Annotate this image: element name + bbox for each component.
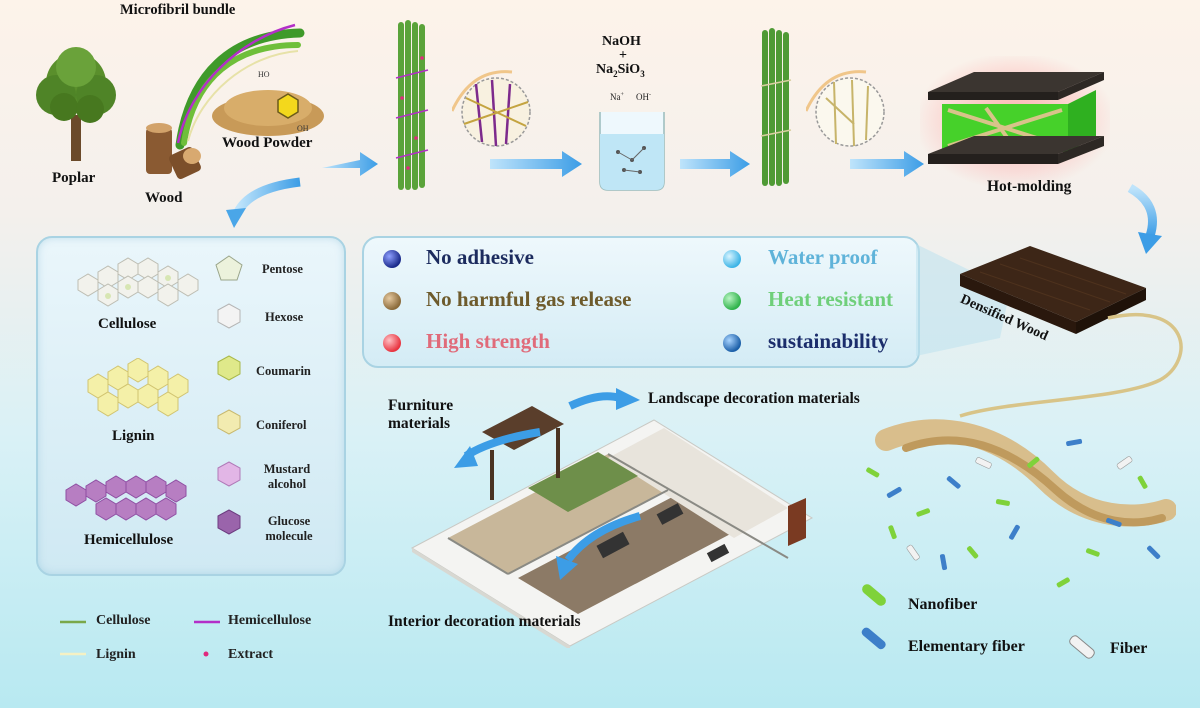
property-ball-2 <box>383 292 401 310</box>
property-ball-3 <box>723 292 741 310</box>
fiber-zoom-icon <box>452 70 531 147</box>
fiber-bundle-icon <box>395 20 429 190</box>
hexose-icon <box>217 303 241 329</box>
properties-panel <box>362 236 920 368</box>
furniture-materials-label: Furniture materials <box>388 397 454 432</box>
arrow-to-components <box>226 208 246 228</box>
fiber-cloud-icon <box>866 419 1176 588</box>
na2sio3-label: Na2SiO3 <box>596 62 645 79</box>
arrow-to-bundle <box>322 152 378 176</box>
densified-wood-board-icon <box>960 246 1146 334</box>
property-ball-5 <box>723 334 741 352</box>
pentose-label: Pentose <box>262 262 303 276</box>
lignin-cluster-icon <box>87 358 189 417</box>
nanofiber-label: Nanofiber <box>908 596 978 613</box>
arrow-to-densified <box>1138 232 1162 254</box>
coumarin-icon <box>217 355 241 381</box>
arrow-to-treated-bundle <box>680 151 750 177</box>
nanofiber-icon <box>862 584 886 606</box>
arrow-interior <box>556 556 578 580</box>
wood-powder-label: Wood Powder <box>222 135 313 151</box>
legend-marks <box>60 620 220 657</box>
powder-ho-label: HO <box>258 70 270 79</box>
glucose-molecule-icon <box>217 509 241 535</box>
fiber-label: Fiber <box>1110 640 1148 657</box>
elementary-fiber-icon <box>861 627 886 650</box>
treated-fiber-zoom-icon <box>806 70 885 147</box>
elementary-fiber-label: Elementary fiber <box>908 638 1025 655</box>
hemicellulose-component-label: Hemicellulose <box>84 532 174 548</box>
property-sustainability: sustainability <box>768 329 889 353</box>
property-ball-4 <box>383 334 401 352</box>
coniferol-icon <box>217 409 241 435</box>
legend-extract-label: Extract <box>228 647 274 662</box>
beaker-icon <box>599 112 665 191</box>
property-no-adhesive: No adhesive <box>426 245 534 269</box>
microfibril-bundle-label: Microfibril bundle <box>120 2 236 18</box>
property-ball-1 <box>723 250 741 268</box>
microfibril-strands-icon <box>175 23 305 150</box>
interior-decoration-label: Interior decoration materials <box>388 613 581 630</box>
fiber-icon <box>1069 635 1095 659</box>
wood-label: Wood <box>145 190 183 206</box>
hemicellulose-cluster-icon <box>65 475 187 521</box>
treated-fiber-bundle-icon <box>760 28 792 186</box>
ion-oh-label: OH- <box>636 92 651 102</box>
cellulose-cluster-icon <box>77 257 199 307</box>
arrow-to-treatment <box>490 151 582 177</box>
property-high-strength: High strength <box>426 329 550 353</box>
plus-label: + <box>619 48 627 63</box>
naoh-label: NaOH <box>602 34 641 49</box>
coniferol-label: Coniferol <box>256 418 307 432</box>
cellulose-component-label: Cellulose <box>98 316 157 332</box>
hexose-label: Hexose <box>265 310 304 324</box>
arrow-to-hot-molding <box>850 151 924 177</box>
wood-powder-icon <box>212 90 324 136</box>
property-ball-0 <box>383 250 401 268</box>
legend-cellulose-label: Cellulose <box>96 613 151 628</box>
hot-molding-label: Hot-molding <box>987 178 1072 195</box>
pentose-icon <box>215 255 243 281</box>
fiber-legend-icons <box>861 584 886 650</box>
poplar-tree-icon <box>36 47 116 161</box>
property-heat-resistant: Heat resistant <box>768 287 894 311</box>
hot-molding-press-icon <box>928 72 1104 164</box>
property-no-harmful-gas: No harmful gas release <box>426 287 632 311</box>
mustard-alcohol-icon <box>217 461 241 487</box>
legend-lignin-label: Lignin <box>96 647 136 662</box>
property-water-proof: Water proof <box>768 245 878 269</box>
ion-na-label: Na+ <box>610 92 624 102</box>
coumarin-label: Coumarin <box>256 364 311 378</box>
wood-logs-icon <box>146 123 201 179</box>
arrow-landscape <box>616 388 640 410</box>
house-model-icon <box>410 406 814 648</box>
poplar-label: Poplar <box>52 170 96 186</box>
mustard-alcohol-label: Mustard alcohol <box>263 462 311 491</box>
glucose-molecule-label: Glucose molecule <box>265 514 313 543</box>
powder-oh-label: OH <box>297 124 309 133</box>
landscape-decoration-label: Landscape decoration materials <box>648 390 860 407</box>
arrow-furniture <box>454 446 478 468</box>
lignin-component-label: Lignin <box>112 428 155 444</box>
monomer-icons <box>215 255 243 535</box>
legend-hemicellulose-label: Hemicellulose <box>228 613 312 628</box>
